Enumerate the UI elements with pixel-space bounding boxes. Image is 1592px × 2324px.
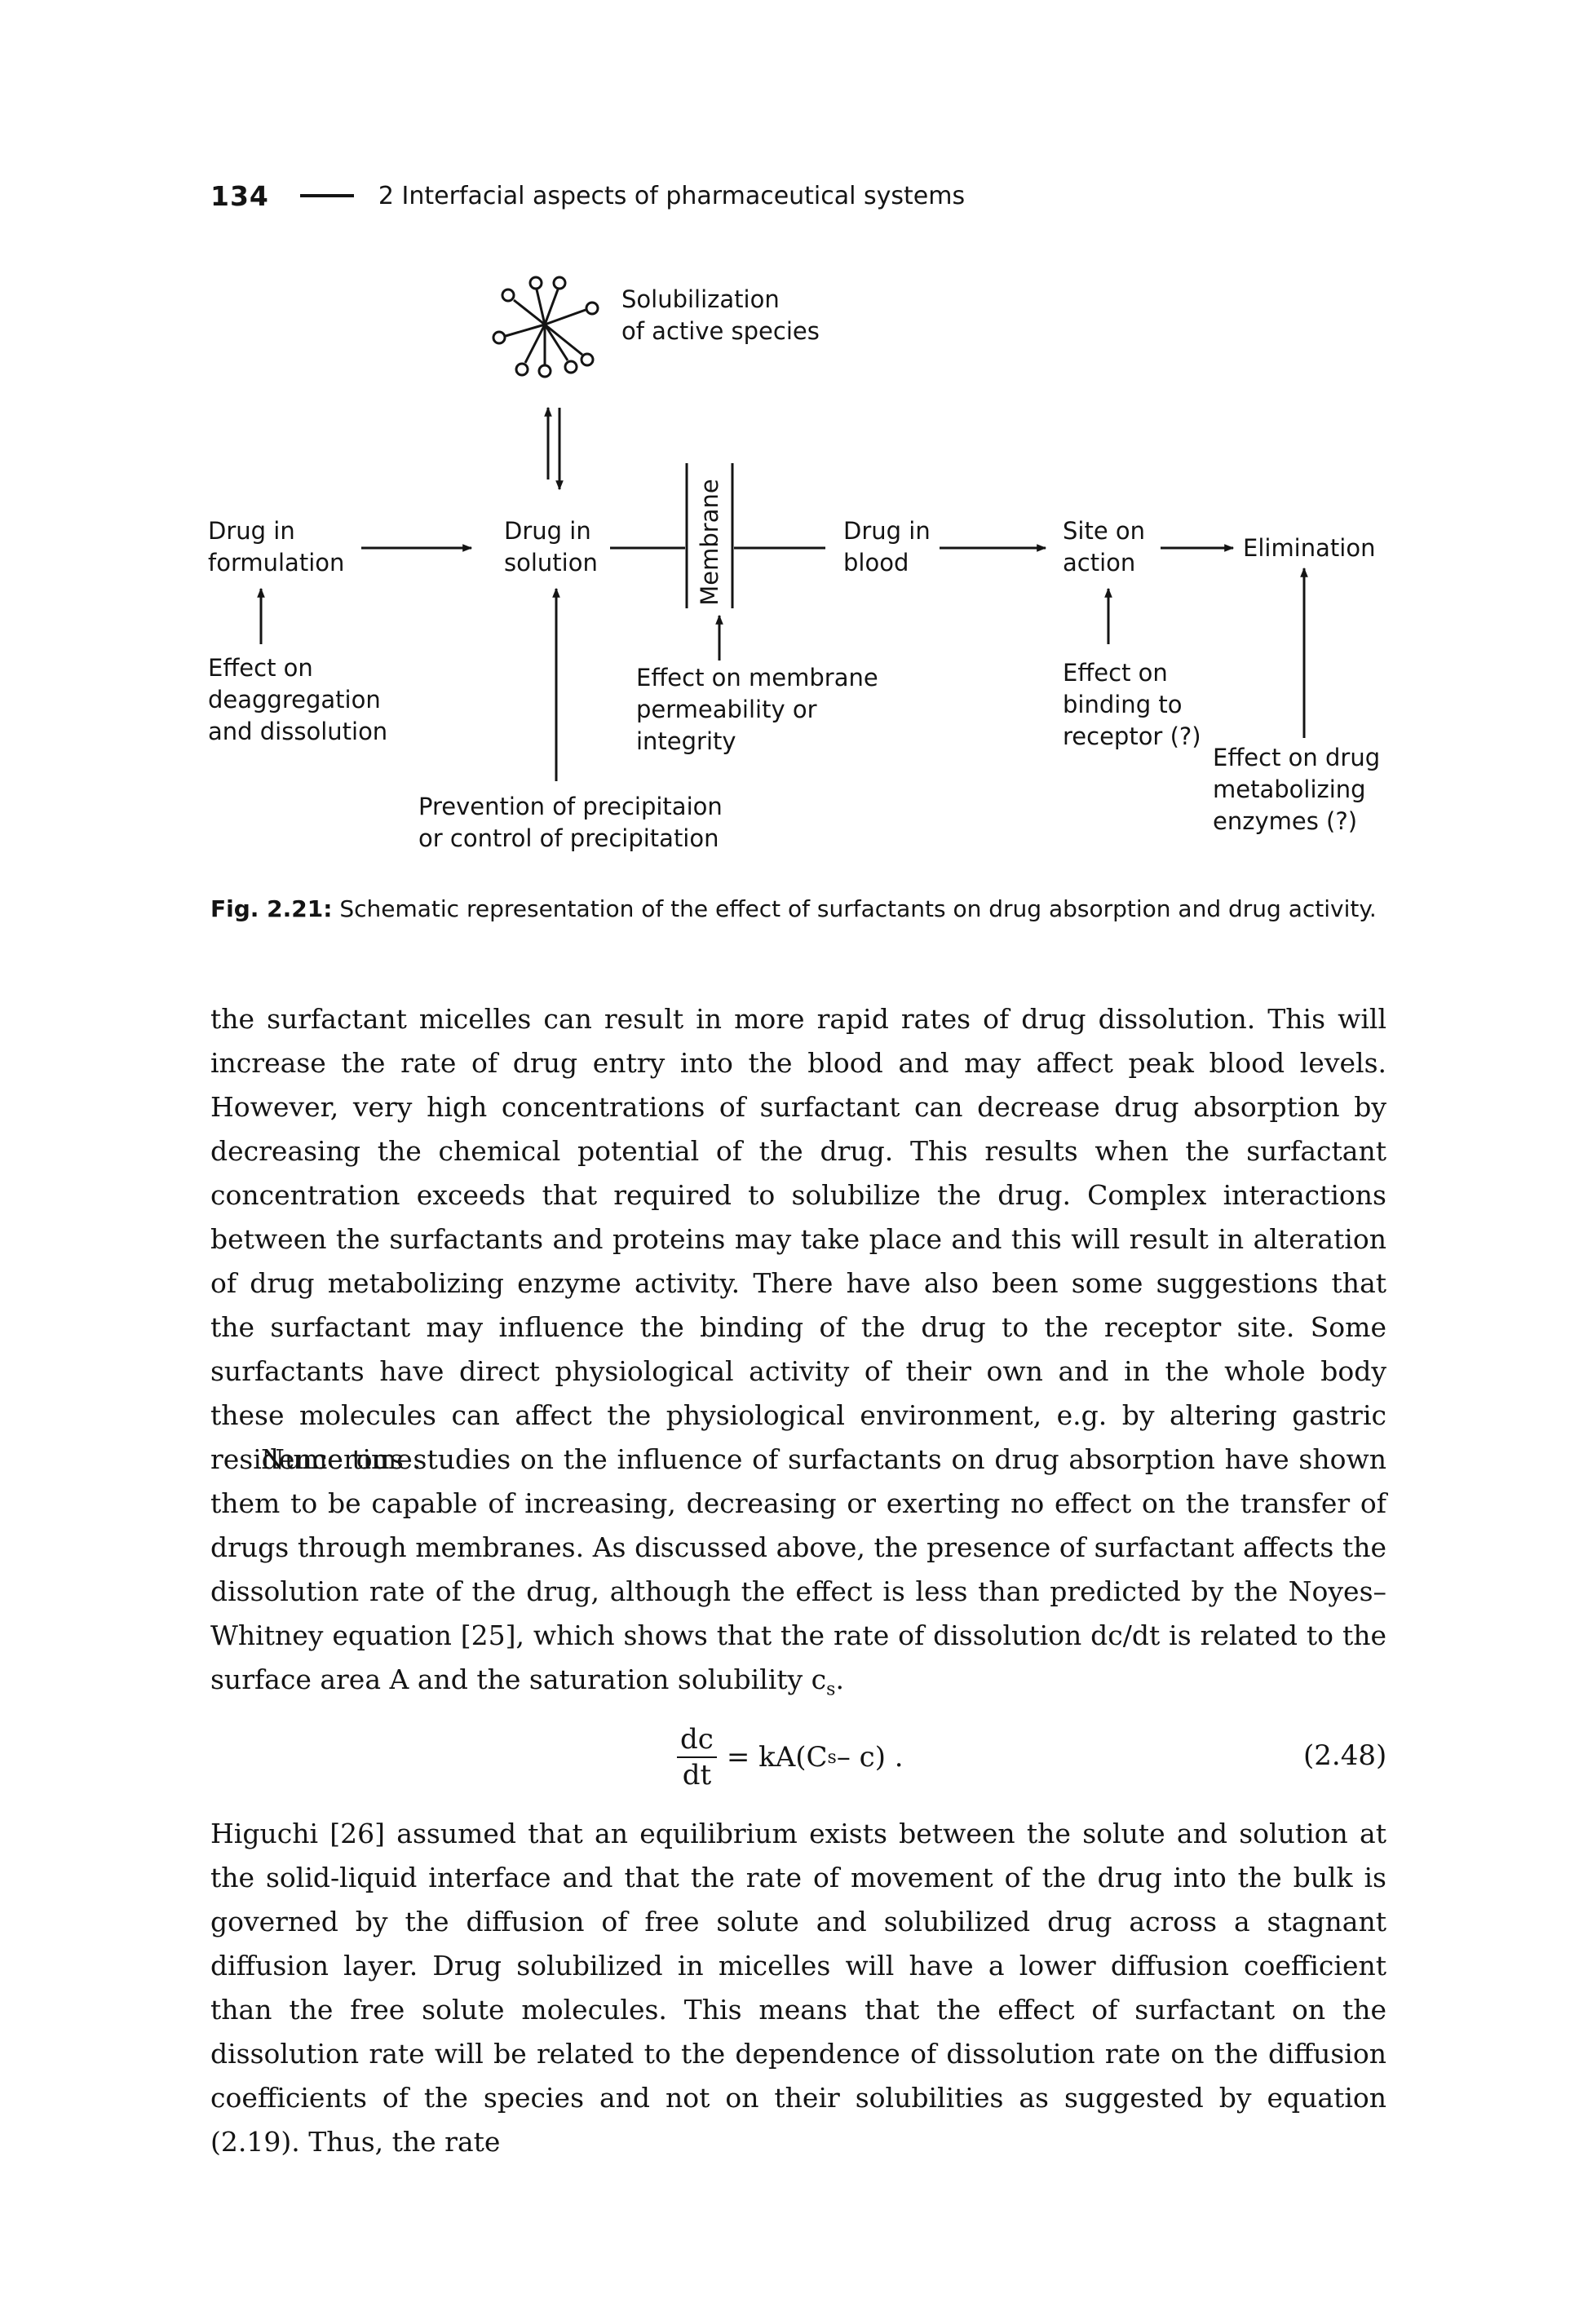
label-effect-membrane: Effect on membrane permeability or integ…: [636, 664, 878, 755]
figure-caption: Fig. 2.21: Schematic representation of t…: [210, 895, 1377, 922]
node-drug-in-formulation: Drug in formulation: [208, 517, 345, 577]
label-effect-deaggregation: Effect on deaggregation and dissolution: [208, 654, 388, 745]
paragraph-2-text: Numerous studies on the influence of sur…: [210, 1443, 1386, 1695]
node-membrane: Membrane: [696, 479, 723, 606]
label-effect-metabolizing: Effect on drug metabolizing enzymes (?): [1213, 744, 1381, 835]
node-drug-in-blood: Drug in blood: [843, 517, 931, 577]
micelle-icon: [492, 276, 599, 378]
paragraph-1: the surfactant micelles can result in mo…: [210, 1003, 1386, 1475]
paragraph-2-end: .: [835, 1663, 844, 1695]
header-rule: [299, 194, 354, 197]
paragraph-3: Higuchi [26] assumed that an equilibrium…: [210, 1818, 1386, 2158]
label-effect-binding: Effect on binding to receptor (?): [1063, 659, 1201, 750]
caption-label: Fig. 2.21:: [210, 895, 333, 922]
paragraph-2-subscript: s: [826, 1679, 836, 1700]
running-title: 2 Interfacial aspects of pharmaceutical …: [378, 181, 966, 210]
equation-rhs-subscript: s: [827, 1747, 837, 1768]
equation-number: (2.48): [1303, 1739, 1387, 1772]
node-site-on-action: Site on action: [1063, 517, 1146, 577]
equation-numerator: dc: [677, 1722, 717, 1758]
equation-rhs-end: – c) .: [836, 1741, 904, 1774]
paragraph-2: Numerous studies on the influence of sur…: [210, 1438, 1386, 1712]
equation-denominator: dt: [682, 1759, 712, 1792]
label-solubilization: Solubilization of active species: [621, 285, 820, 345]
node-elimination: Elimination: [1243, 534, 1376, 562]
equation-fraction: dc dt: [677, 1722, 717, 1792]
caption-text: Schematic representation of the effect o…: [339, 895, 1377, 922]
node-drug-in-solution: Drug in solution: [504, 517, 598, 577]
page-number: 134: [210, 179, 269, 212]
figure-2-21: Solubilization of active species Drug in…: [0, 0, 1592, 897]
equation-rhs: = kA(C: [726, 1741, 828, 1774]
running-header: 134 2 Interfacial aspects of pharmaceuti…: [210, 173, 965, 219]
figure-lines: [257, 276, 1308, 781]
label-prevention: Prevention of precipitaion or control of…: [418, 793, 723, 852]
